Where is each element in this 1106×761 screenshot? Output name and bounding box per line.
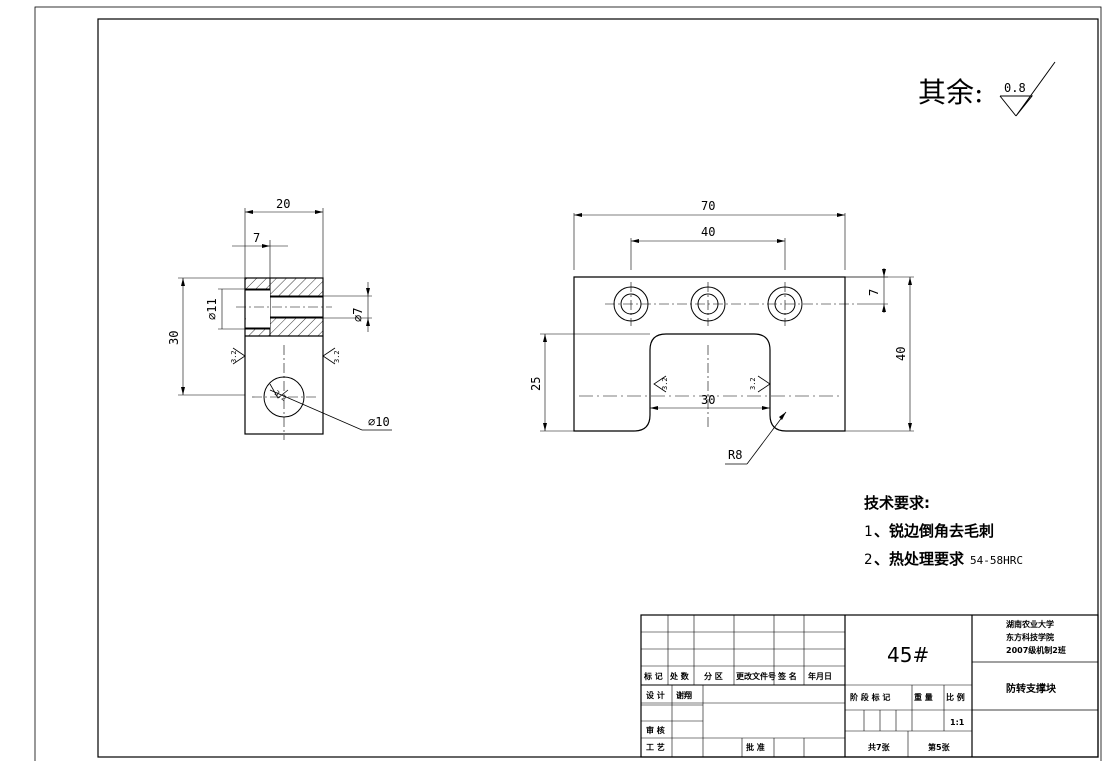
tech-req-item: 2 、热处理要求 54-58HRC (864, 550, 1023, 568)
front-view (540, 213, 914, 465)
outer-frame (34, 6, 1102, 761)
dim-front-slot-depth: 25 (529, 377, 543, 391)
front-roughness-left: 3.2 (661, 377, 669, 390)
side-view (178, 208, 392, 440)
tech-req-suffix: 54-58HRC (970, 554, 1023, 567)
tb-review-label: 审 核 (646, 725, 665, 735)
tb-header: 标 记 (643, 671, 663, 681)
tb-material: 45# (887, 643, 929, 667)
dim-side-hole: ⌀10 (368, 415, 390, 429)
dim-front-width: 70 (701, 199, 715, 213)
dim-front-fillet: R8 (728, 448, 742, 462)
dim-side-height: 30 (167, 331, 181, 345)
tb-part-name: 防转支撑块 (1006, 682, 1057, 695)
dim-side-bore-large: ⌀11 (205, 298, 219, 320)
front-view-arrows (543, 213, 912, 431)
tb-sheet-no: 第5张 (928, 742, 951, 752)
tb-school-line2: 东方科技学院 (1006, 632, 1054, 642)
tech-req-num: 2 (864, 552, 872, 568)
tb-header: 签 名 (777, 671, 797, 681)
tb-total-sheets: 共7张 (868, 742, 891, 752)
tb-school-line3: 2007级机制2班 (1006, 645, 1066, 655)
tb-stage-header: 比 例 (946, 692, 965, 702)
dim-side-step: 7 (253, 231, 260, 245)
tb-school-line1: 湖南农业大学 (1006, 619, 1054, 629)
tb-header: 更改文件号 (736, 671, 776, 681)
tech-req-item: 1 、锐边倒角去毛刺 (864, 522, 994, 540)
tb-designer: 谢翔 (676, 690, 692, 700)
dim-front-hole-offset: 7 (867, 289, 881, 296)
tb-approve-label: 批 准 (746, 742, 765, 752)
dim-side-bore-small: ⌀7 (351, 308, 365, 322)
roughness-label: 其余: (918, 76, 983, 109)
tb-scale: 1:1 (950, 718, 965, 727)
tb-header: 年月日 (808, 671, 832, 681)
front-roughness-right: 3.2 (749, 377, 757, 390)
side-roughness-right: 3.2 (333, 350, 341, 363)
tb-stage-header: 阶 段 标 记 (850, 692, 890, 702)
dim-front-pitch: 40 (701, 225, 715, 239)
tb-stage-header: 重 量 (914, 692, 933, 702)
side-roughness-left: 3.2 (230, 350, 238, 363)
inner-frame (97, 18, 1099, 758)
tb-header: 分 区 (704, 671, 723, 681)
tb-process-label: 工 艺 (646, 742, 665, 752)
roughness-note: 其余: 0.8 (918, 61, 1056, 117)
roughness-value: 0.8 (1004, 81, 1026, 95)
tech-req-text: 、锐边倒角去毛刺 (874, 522, 994, 540)
tech-req-title: 技术要求: (864, 494, 930, 512)
side-view-arrows (181, 210, 370, 395)
dim-front-slot-width: 30 (701, 393, 715, 407)
side-roughness-hole: 3.2 (273, 389, 288, 403)
dim-side-width: 20 (276, 197, 290, 211)
tech-req-num: 1 (864, 524, 872, 540)
tb-header: 处 数 (669, 671, 690, 681)
tb-design-label: 设 计 (646, 690, 665, 700)
title-block (640, 614, 1099, 758)
dim-front-height: 40 (894, 347, 908, 361)
tech-req-text: 、热处理要求 (874, 550, 965, 568)
